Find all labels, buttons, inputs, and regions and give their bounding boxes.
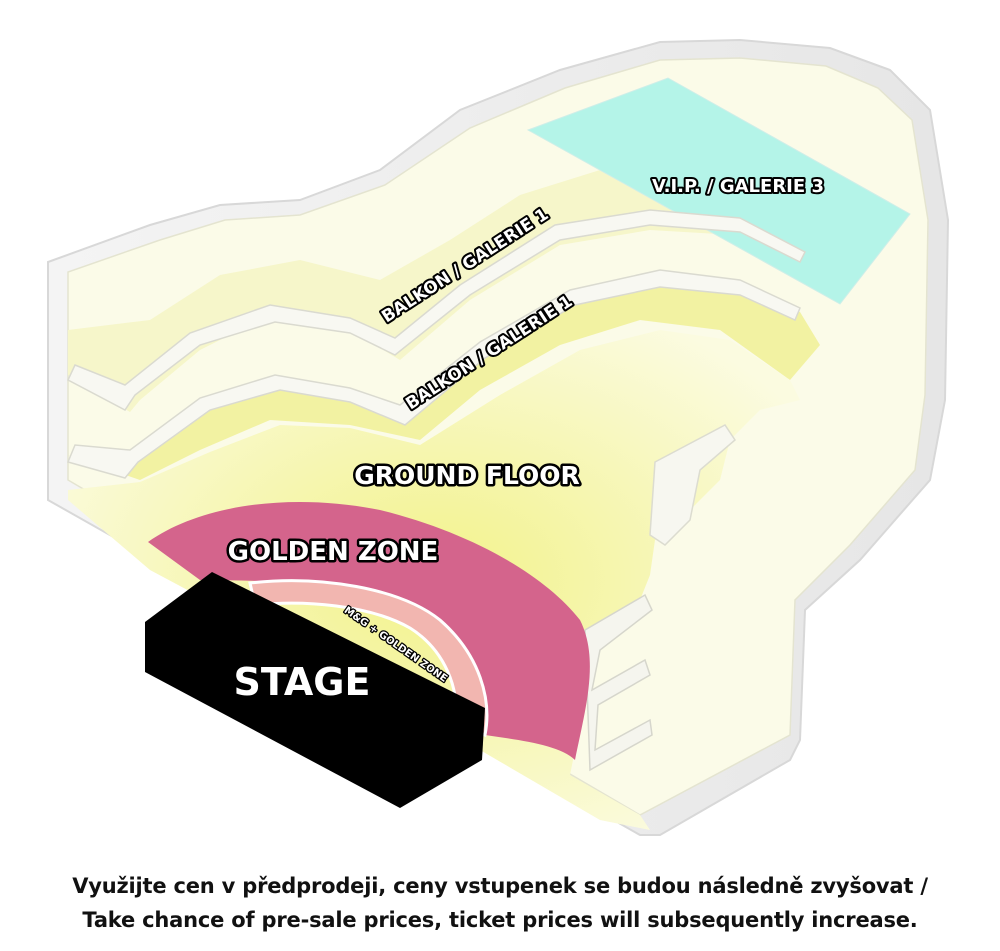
- right-partition-upper: [649, 424, 736, 546]
- zone-golden-zone-area: [148, 501, 590, 760]
- zone-vip-label: V.I.P. / GALERIE 3: [652, 176, 824, 197]
- zone-golden-zone-label: GOLDEN ZONE: [228, 537, 439, 567]
- footer-note-czech: Využijte cen v předprodeji, ceny vstupen…: [72, 874, 928, 898]
- footer-note-english: Take chance of pre-sale prices, ticket p…: [82, 908, 918, 932]
- zone-mg-golden-zone-area: [248, 579, 489, 738]
- balkon-lower-ledge: [66, 269, 801, 479]
- stage-block: [145, 572, 485, 808]
- zone-vip-area: [526, 77, 911, 305]
- right-partition-lower: [584, 593, 653, 772]
- venue-seating-map: V.I.P. / GALERIE 3 BALKON / GALERIE 1 BA…: [47, 38, 950, 836]
- stage-label: STAGE: [234, 660, 371, 704]
- balkon-upper-ledge: [67, 209, 807, 411]
- zone-ground-floor-label: GROUND FLOOR: [354, 461, 580, 490]
